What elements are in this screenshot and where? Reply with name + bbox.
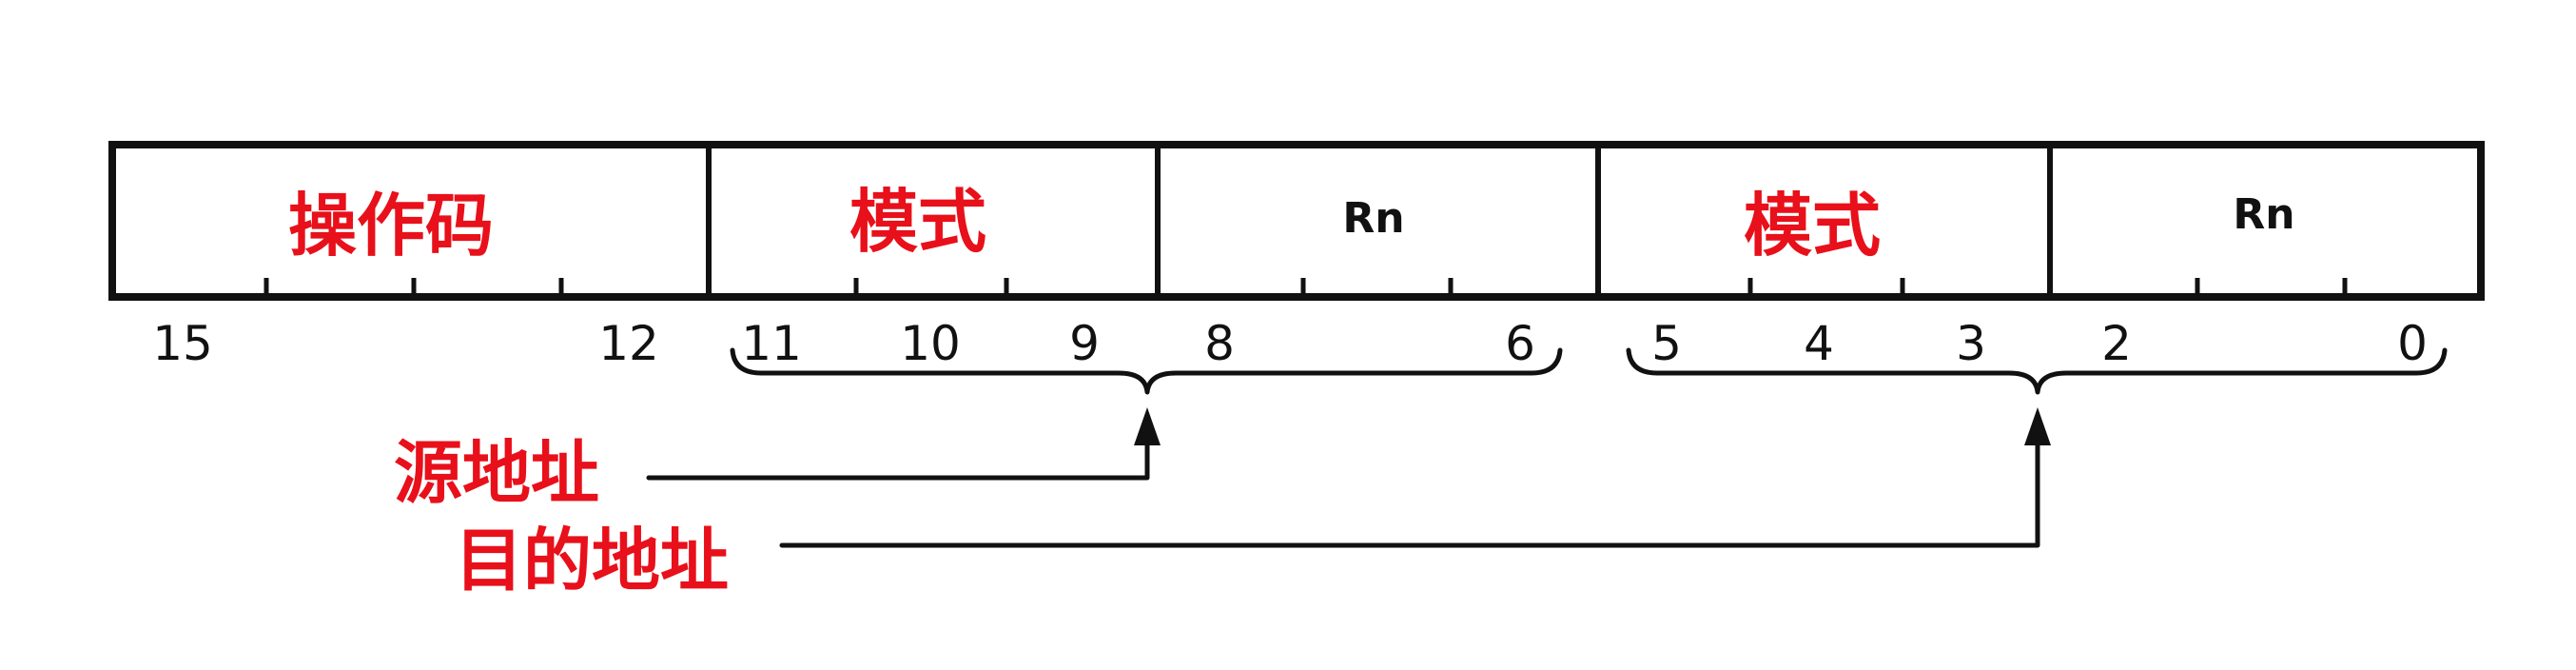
destination-arrowhead (2024, 407, 2051, 445)
destination-leader-line (779, 441, 2040, 548)
destination-register-field-label: Rn (2233, 190, 2294, 239)
source-address-brace (730, 347, 1563, 395)
bit-number: 0 (2397, 316, 2428, 371)
source-address-label: 源地址 (394, 432, 599, 513)
destination-address-brace (1626, 347, 2448, 395)
bit-number: 4 (1804, 316, 1834, 371)
bit-number: 11 (741, 316, 802, 371)
bit-number: 12 (598, 316, 659, 371)
bit-number: 8 (1204, 316, 1235, 371)
bit-number: 3 (1956, 316, 1986, 371)
bit-number: 9 (1069, 316, 1100, 371)
bit-number: 5 (1651, 316, 1682, 371)
bit-number: 6 (1505, 316, 1535, 371)
bit-number: 2 (2101, 316, 2132, 371)
bit-number: 15 (152, 316, 213, 371)
destination-address-label: 目的地址 (455, 520, 729, 601)
source-leader-line (646, 441, 1150, 481)
source-mode-field-label: 模式 (849, 181, 986, 262)
register-frame (108, 141, 2485, 301)
source-register-field-label: Rn (1342, 194, 1404, 243)
source-arrowhead (1134, 407, 1161, 445)
bit-number: 10 (900, 316, 961, 371)
opcode-field-label: 操作码 (288, 185, 494, 266)
destination-mode-field-label: 模式 (1744, 185, 1881, 266)
